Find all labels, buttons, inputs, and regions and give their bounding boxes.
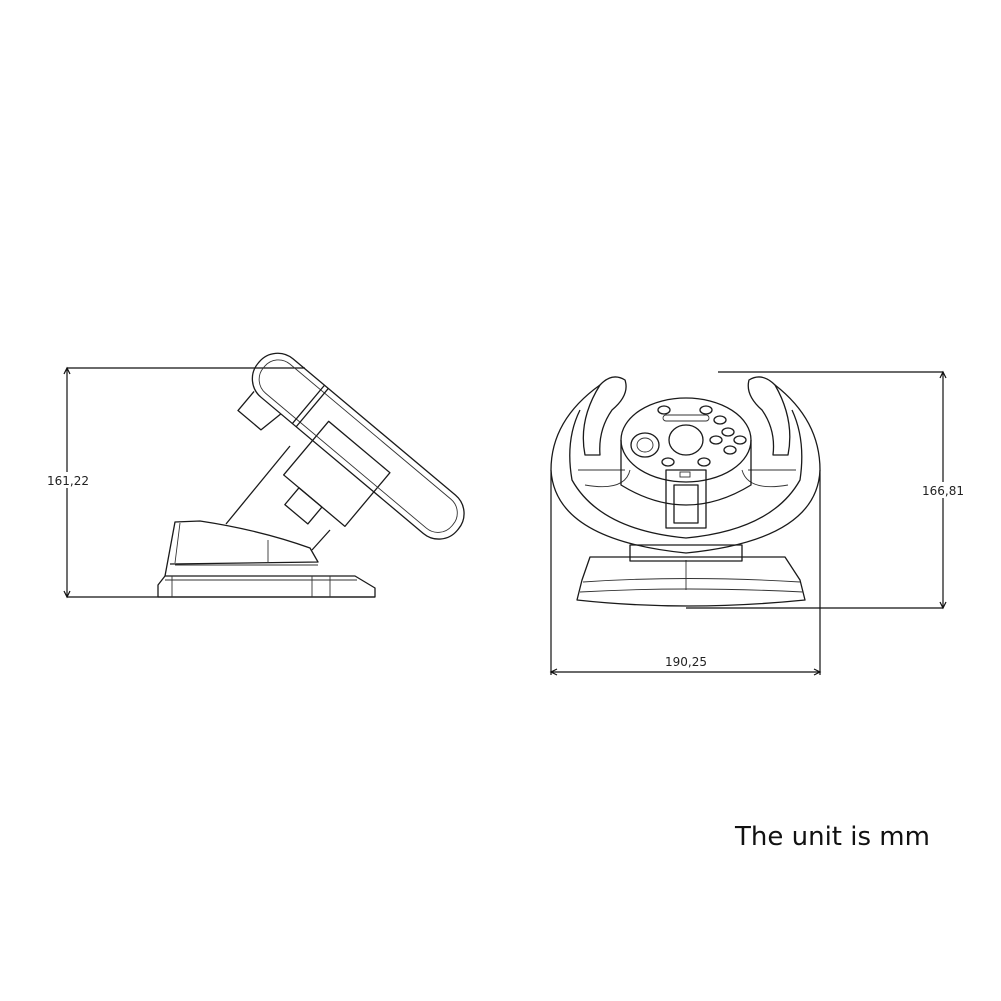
unit-note: The unit is mm xyxy=(735,822,930,852)
front-width-dimension: 190,25 xyxy=(549,470,822,676)
front-height-dimension: 166,81 xyxy=(686,370,970,610)
wheel-side-view xyxy=(157,352,465,598)
front-height-label: 166,81 xyxy=(922,484,964,498)
front-width-label: 190,25 xyxy=(665,655,707,669)
wheel-front-view xyxy=(550,376,821,607)
side-height-dimension: 161,22 xyxy=(40,366,375,599)
side-height-label: 161,22 xyxy=(47,474,89,488)
